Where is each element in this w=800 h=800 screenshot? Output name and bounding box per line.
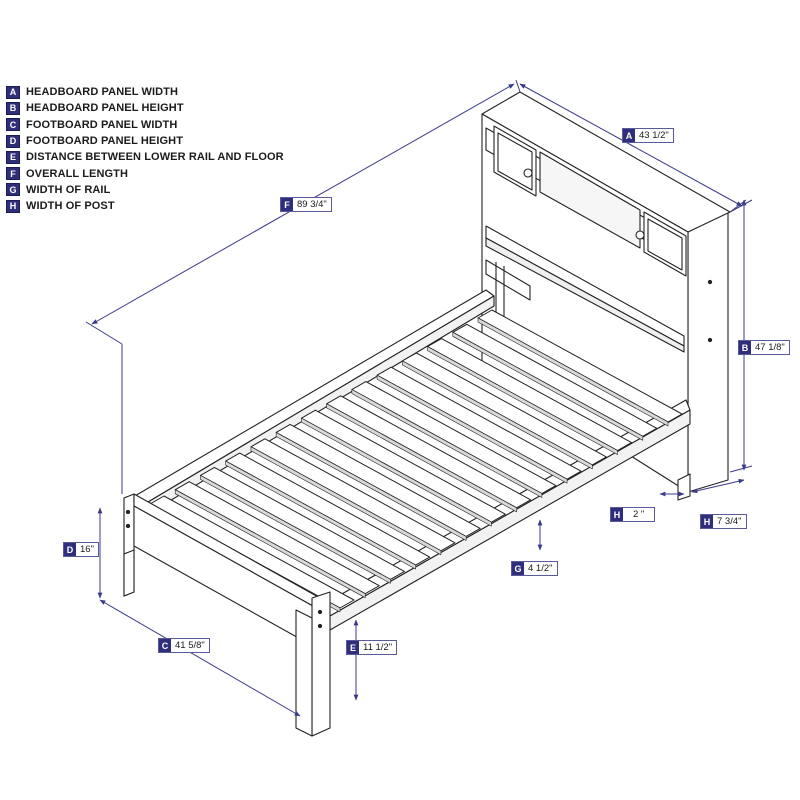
legend-item-b: B HEADBOARD PANEL HEIGHT — [6, 100, 284, 116]
legend-key: G — [6, 183, 20, 197]
dimension-tag-f: F 89 3/4" — [280, 197, 332, 212]
legend-label: HEADBOARD PANEL HEIGHT — [26, 102, 184, 115]
legend-item-c: C FOOTBOARD PANEL WIDTH — [6, 117, 284, 133]
dimension-tag-g: G 4 1/2" — [511, 561, 558, 576]
dimension-key: F — [281, 198, 293, 211]
legend-item-e: E DISTANCE BETWEEN LOWER RAIL AND FLOOR — [6, 149, 284, 165]
legend-label: WIDTH OF POST — [26, 200, 115, 213]
slat-edge — [326, 403, 517, 513]
dimension-value: 41 5/8" — [175, 640, 205, 651]
dimension-value: 11 1/2" — [363, 642, 393, 653]
legend-item-h: H WIDTH OF POST — [6, 198, 284, 214]
slat-edge — [452, 332, 644, 441]
dimension-key: E — [347, 641, 359, 654]
legend-key: H — [6, 199, 20, 213]
dimension-tag-b: B 47 1/8" — [738, 340, 790, 355]
slat-edge — [275, 432, 467, 541]
legend-label: FOOTBOARD PANEL HEIGHT — [26, 135, 184, 148]
legend-label: HEADBOARD PANEL WIDTH — [26, 86, 179, 99]
slat-edge — [174, 489, 366, 598]
legend-label: FOOTBOARD PANEL WIDTH — [26, 118, 178, 131]
dimension-key: C — [159, 639, 171, 652]
dimension-key: A — [623, 129, 635, 142]
legend-item-f: F OVERALL LENGTH — [6, 165, 284, 181]
dimension-tag-h-post: H 2 " — [610, 507, 656, 522]
legend-key: B — [6, 101, 20, 115]
dimension-key: D — [64, 543, 76, 556]
slat-edge — [402, 360, 593, 470]
legend-label: OVERALL LENGTH — [26, 167, 129, 180]
dimension-key: H — [611, 508, 623, 521]
dimension-value: 47 1/8" — [755, 342, 785, 353]
slat-edge — [376, 374, 568, 484]
legend-key: D — [6, 134, 20, 148]
legend-item-a: A HEADBOARD PANEL WIDTH — [6, 84, 284, 100]
dimension-value: 4 1/2" — [528, 563, 553, 574]
legend-key: A — [6, 85, 20, 99]
slat-edge — [250, 446, 442, 556]
slat-edge — [301, 417, 492, 527]
legend-key: F — [6, 167, 20, 181]
dimension-tag-c: C 41 5/8" — [158, 638, 210, 653]
dimension-legend: A HEADBOARD PANEL WIDTH B HEADBOARD PANEL H… — [6, 84, 284, 214]
headboard-door-right — [643, 211, 687, 277]
dimension-tag-h-headboard: H 7 3/4" — [700, 514, 747, 529]
dimension-tag-e: E 11 1/2" — [346, 640, 398, 655]
dimension-value: 16" — [80, 544, 94, 555]
dimension-key: B — [739, 341, 751, 354]
slat-edge — [200, 475, 391, 584]
dimension-tag-a: A 43 1/2" — [622, 128, 674, 143]
dimension-lines — [85, 79, 753, 717]
slat-edge — [427, 346, 618, 455]
legend-item-d: D FOOTBOARD PANEL HEIGHT — [6, 133, 284, 149]
dimension-value: 7 3/4" — [717, 516, 742, 527]
dimension-value: 43 1/2" — [639, 130, 669, 141]
slat-edge — [225, 460, 416, 570]
dimension-key: G — [512, 562, 524, 575]
dimension-value: 2 " — [633, 509, 645, 520]
door-knob-right — [635, 230, 645, 240]
legend-label: WIDTH OF RAIL — [26, 183, 111, 196]
legend-key: E — [6, 150, 20, 164]
slat-edge — [351, 389, 543, 498]
dimension-value: 89 3/4" — [297, 199, 327, 210]
door-knob-left — [523, 168, 533, 178]
dimension-key: H — [701, 515, 713, 528]
dimension-tag-d: D 16" — [63, 542, 99, 557]
legend-key: C — [6, 118, 20, 132]
legend-item-g: G WIDTH OF RAIL — [6, 182, 284, 198]
legend-label: DISTANCE BETWEEN LOWER RAIL AND FLOOR — [26, 151, 284, 164]
bed-slats — [149, 309, 683, 613]
